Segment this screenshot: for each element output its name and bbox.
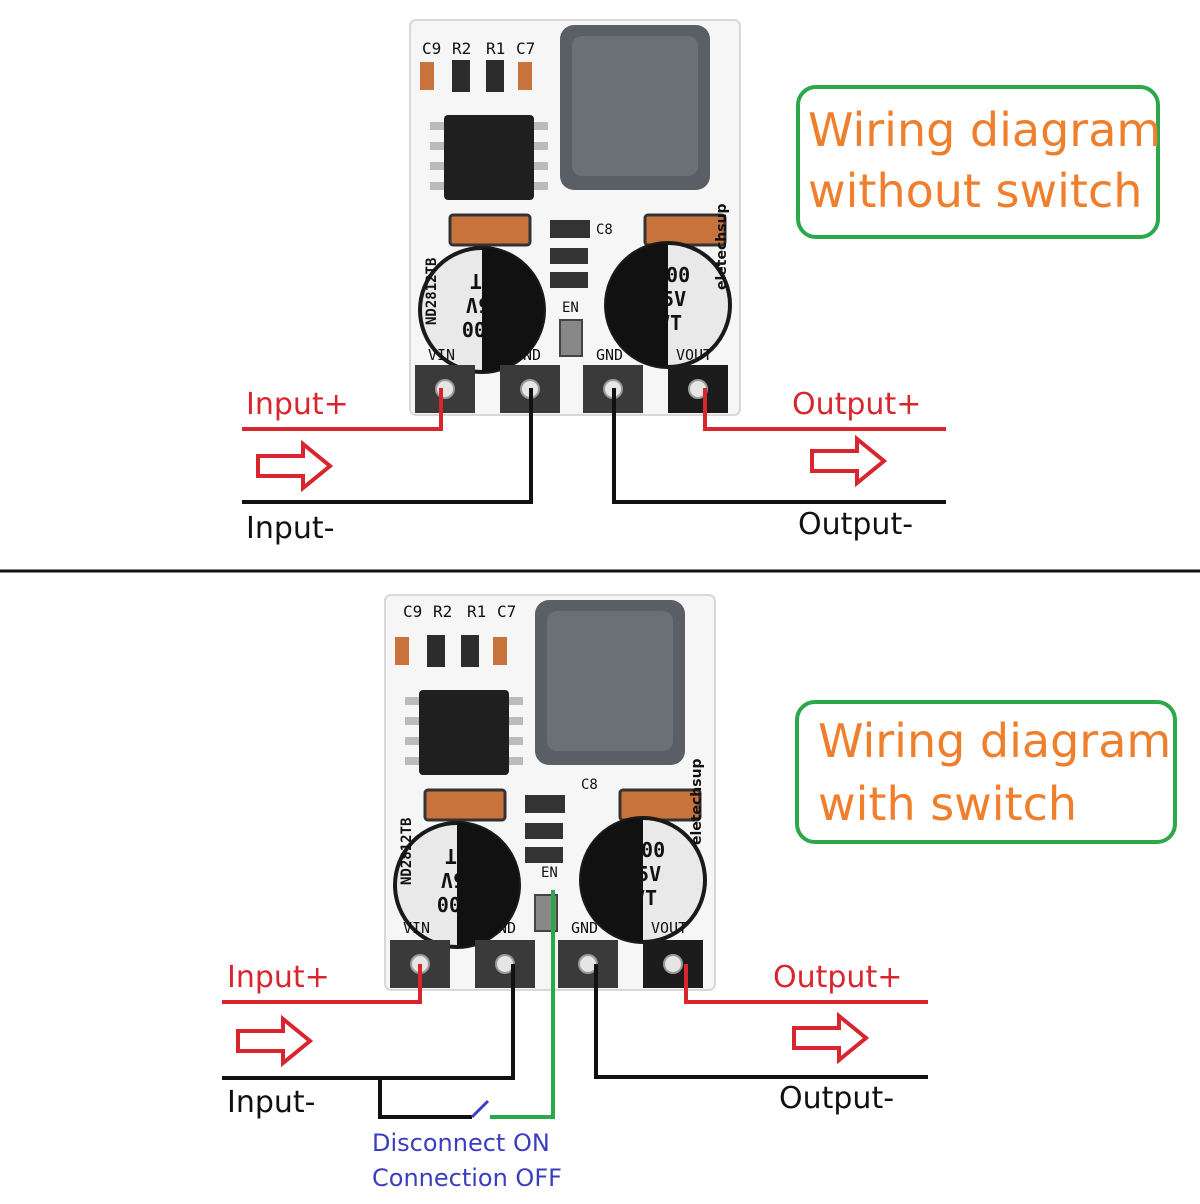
bottom-pin-vin: VIN [403, 919, 430, 937]
top-input-negative-wire [242, 388, 533, 504]
top-cap-right-value: 100 [654, 263, 690, 287]
bottom-label-c9: C9 [403, 602, 422, 621]
top-output-positive-label: Output+ [792, 387, 921, 422]
bottom-output-positive-wire [684, 964, 928, 1004]
bottom-switch-note-line2: Connection OFF [372, 1164, 562, 1192]
bottom-cap-left-value: 100 [437, 892, 473, 916]
bottom-switch-ground-wire [378, 1078, 472, 1119]
top-label-c9: C9 [422, 39, 441, 58]
bottom-switch-lever [470, 1099, 490, 1119]
top-title-box [796, 85, 1160, 239]
bottom-input-negative-wire [222, 964, 515, 1080]
bottom-title-line1: Wiring diagram [818, 714, 1171, 768]
top-label-c7: C7 [516, 39, 535, 58]
bottom-cap-left-series: VT [445, 844, 469, 868]
bottom-label-c8: C8 [581, 777, 598, 793]
bottom-cap-right-voltage: 35V [625, 862, 661, 886]
top-model-label: ND2812TB [424, 258, 440, 325]
top-pin-gnd1: GND [514, 346, 541, 364]
top-title-line2: without switch [808, 164, 1142, 218]
bottom-pin-vout: VOUT [651, 919, 687, 937]
bottom-cap-right-value: 100 [629, 838, 665, 862]
bottom-output-negative-wire [594, 964, 928, 1079]
bottom-input-negative-label: Input- [227, 1085, 316, 1120]
top-cap-left-value: 100 [462, 317, 498, 341]
bottom-output-negative-label: Output- [779, 1081, 894, 1116]
bottom-en-label: EN [541, 865, 558, 881]
top-pin-vout: VOUT [676, 346, 712, 364]
bottom-title-line2: with switch [818, 777, 1077, 831]
bottom-label-c7: C7 [497, 602, 516, 621]
top-output-negative-wire [612, 388, 946, 504]
bottom-label-r1: R1 [467, 602, 486, 621]
top-cap-left-voltage: 35V [466, 293, 502, 317]
bottom-title-box [795, 700, 1177, 844]
bottom-en-wire [490, 890, 555, 1119]
bottom-input-positive-wire [222, 964, 422, 1004]
top-cap-right-voltage: 35V [650, 287, 686, 311]
bottom-pin-gnd2: GND [571, 919, 598, 937]
top-cap-right-series: VT [658, 311, 682, 335]
bottom-label-r2: R2 [433, 602, 452, 621]
top-input-positive-wire [242, 388, 443, 431]
top-output-positive-wire [703, 388, 946, 431]
bottom-board-photo: C9 R2 R1 C7 C8 ND2812TB eletechsup EN VI… [383, 593, 717, 992]
bottom-panel: C9 R2 R1 C7 C8 ND2812TB eletechsup EN VI… [222, 593, 1177, 1192]
bottom-brand-label: eletechsup [689, 758, 705, 845]
bottom-output-arrow [792, 1014, 868, 1062]
top-pin-gnd2: GND [596, 346, 623, 364]
top-board-photo: C9 R2 R1 C7 C8 ND2812TB eletechsup EN VI… [408, 18, 742, 417]
top-cap-left-series: VT [470, 269, 494, 293]
bottom-input-arrow [236, 1017, 312, 1065]
bottom-pin-gnd1: GND [489, 919, 516, 937]
top-en-label: EN [562, 300, 579, 316]
top-input-positive-label: Input+ [246, 387, 349, 422]
bottom-output-positive-label: Output+ [773, 960, 902, 995]
top-pin-vin: VIN [428, 346, 455, 364]
top-output-arrow [810, 437, 886, 485]
top-input-arrow [256, 442, 332, 490]
top-label-r2: R2 [452, 39, 471, 58]
top-panel: C9 R2 R1 C7 C8 ND2812TB eletechsup EN VI… [242, 18, 1161, 546]
top-label-c8: C8 [596, 222, 613, 238]
bottom-cap-right-series: VT [633, 886, 657, 910]
top-output-negative-label: Output- [798, 507, 913, 542]
top-input-negative-label: Input- [246, 511, 335, 546]
bottom-switch-note-line1: Disconnect ON [372, 1129, 550, 1157]
top-brand-label: eletechsup [714, 203, 730, 290]
bottom-cap-left-voltage: 35V [441, 868, 477, 892]
top-title-line1: Wiring diagram [808, 103, 1161, 157]
bottom-input-positive-label: Input+ [227, 960, 330, 995]
top-label-r1: R1 [486, 39, 505, 58]
bottom-model-label: ND2812TB [399, 818, 415, 885]
